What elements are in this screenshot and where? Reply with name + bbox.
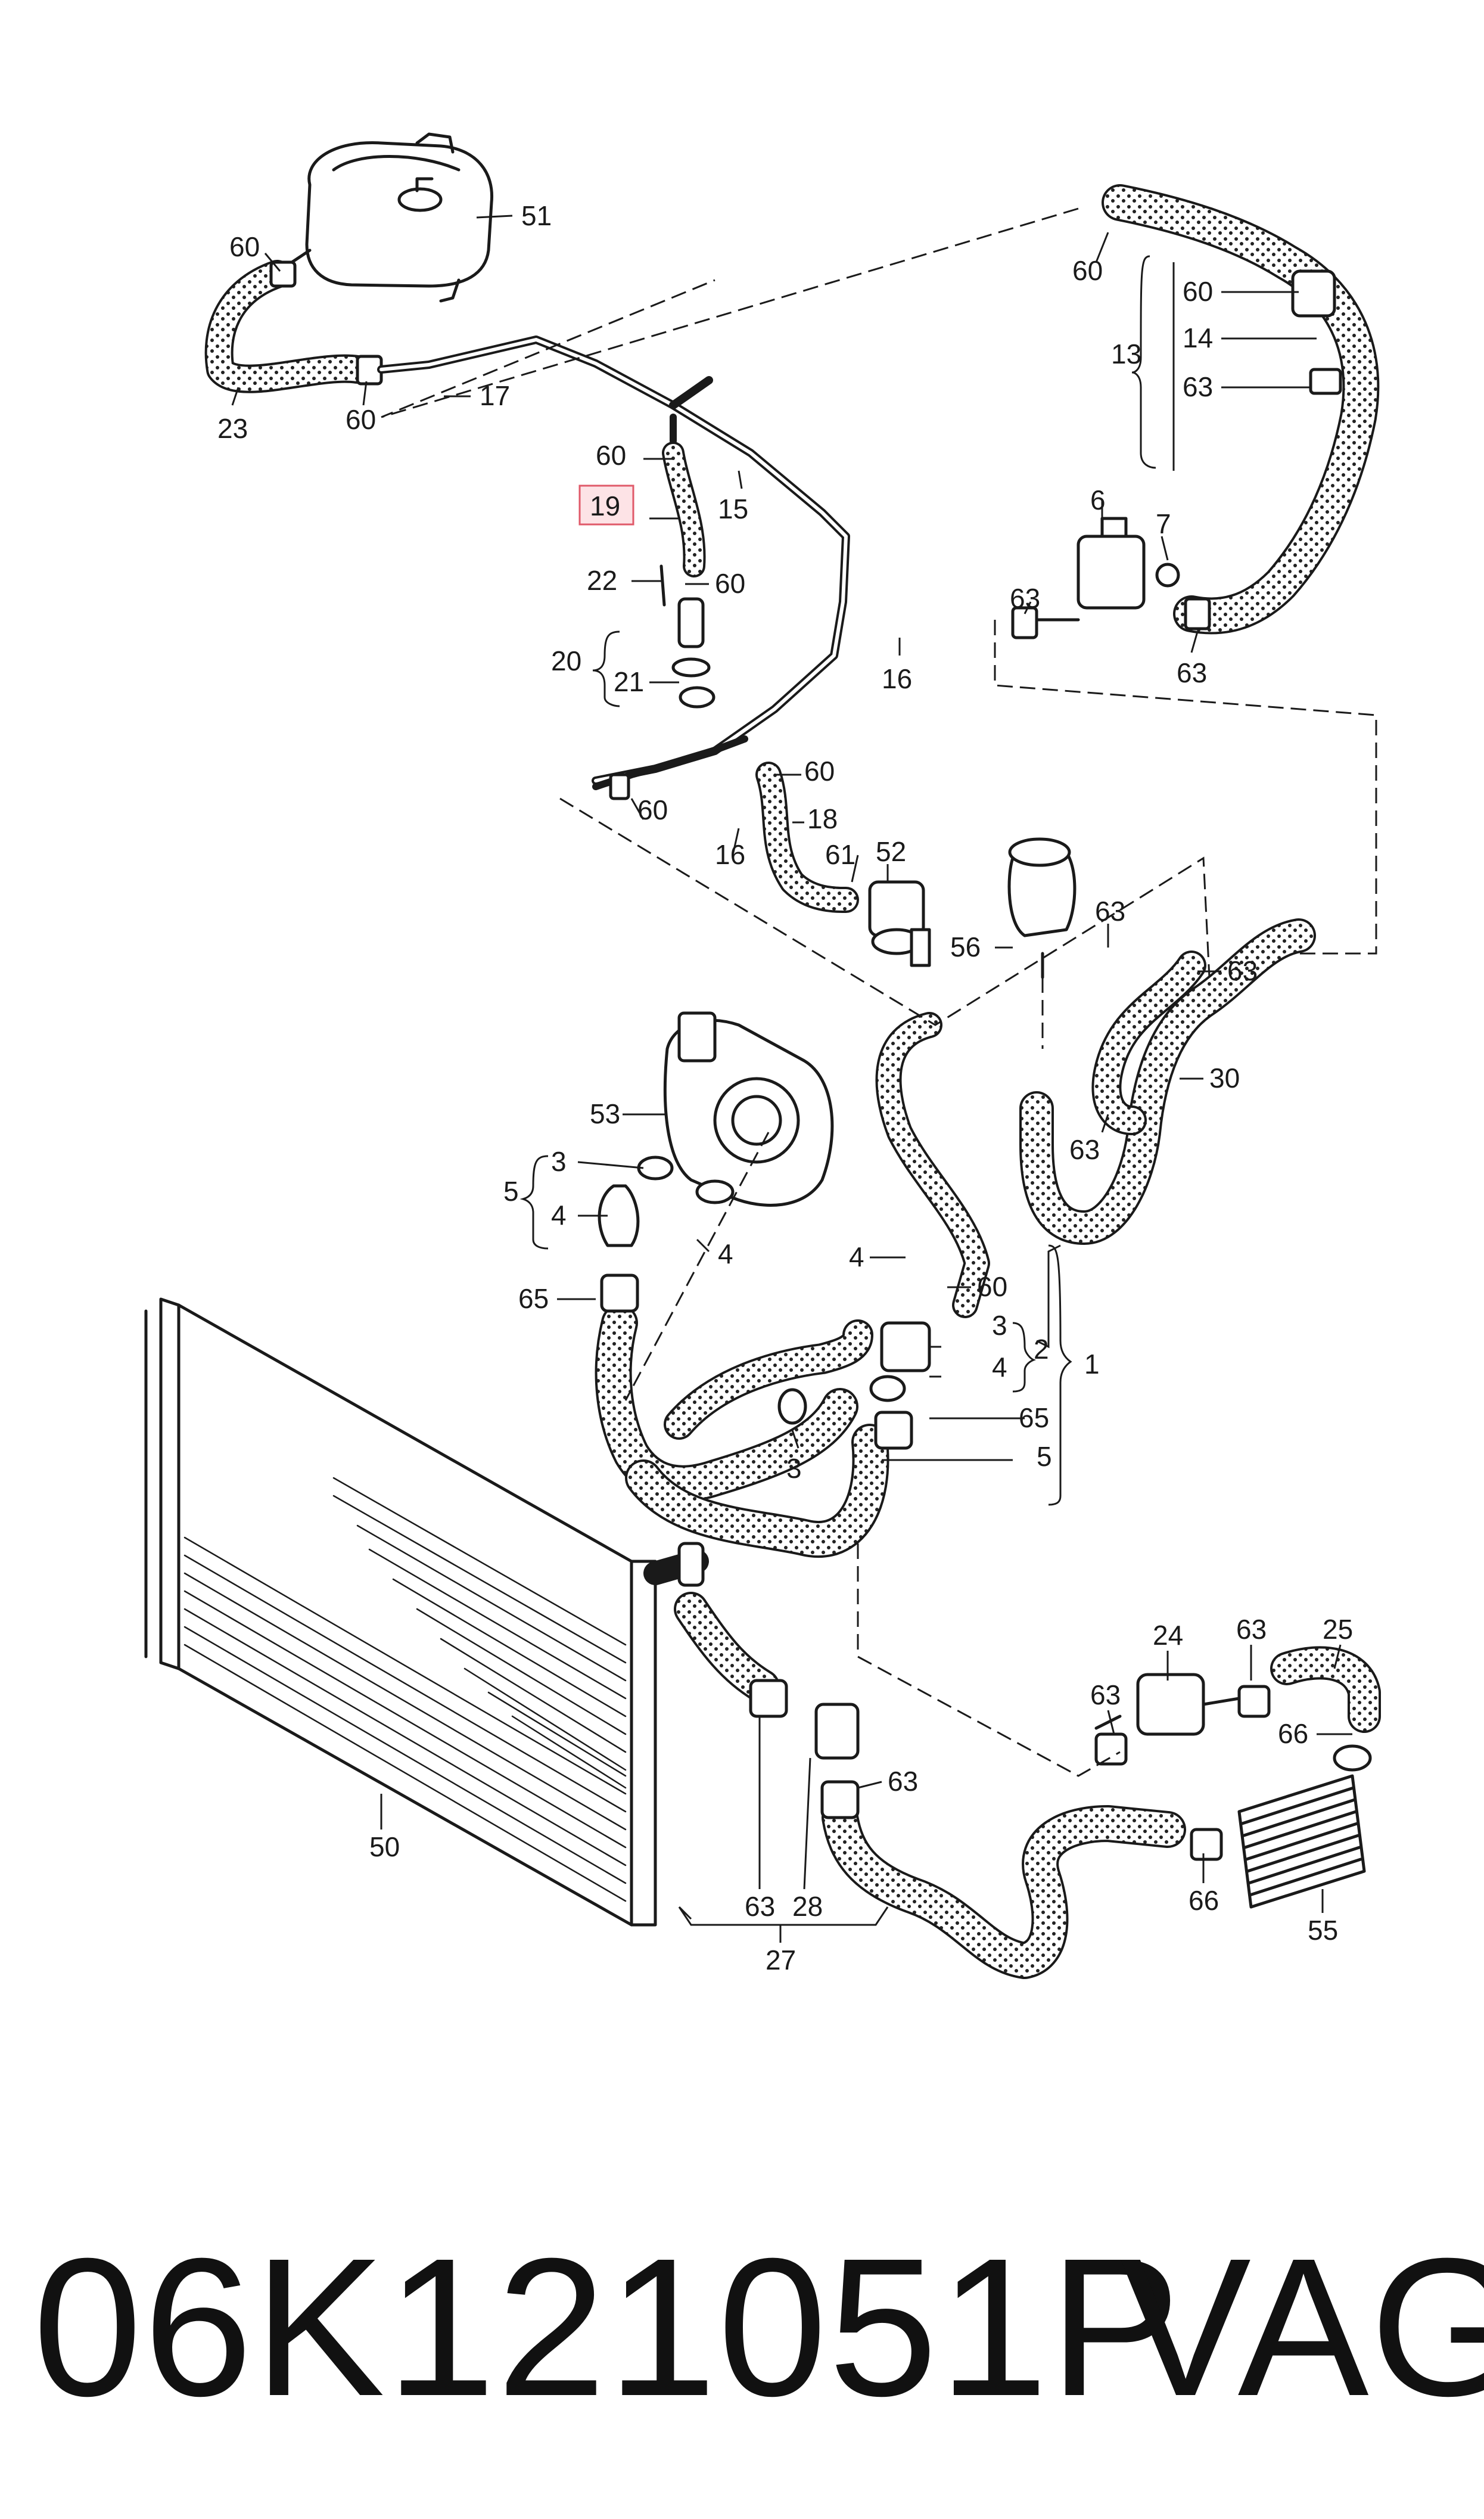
callout-60: 60 [977,1271,1007,1302]
callout-51: 51 [521,200,552,231]
callout-23: 23 [217,413,248,444]
callout-25: 25 [1323,1614,1353,1645]
highlight-box-19 [578,484,634,526]
brand-label: VAG [1120,2217,1484,2437]
callout-20: 20 [551,645,581,676]
callout-27: 27 [766,1945,796,1976]
callout-56: 56 [950,931,981,962]
valve-52 [868,880,931,967]
callout-63: 63 [745,1891,775,1922]
callout-4: 4 [849,1241,864,1272]
callout-63: 63 [1069,1134,1100,1165]
callout-60: 60 [229,231,260,262]
callout-53: 53 [590,1098,620,1129]
callout-66: 66 [1278,1718,1308,1749]
callout-13: 13 [1111,338,1141,369]
callout-60: 60 [1183,276,1213,307]
callout-61: 61 [825,839,855,870]
callout-60: 60 [346,404,376,435]
callout-1: 1 [1084,1349,1100,1380]
callout-66: 66 [1189,1885,1219,1916]
hose-middle [875,1012,990,1318]
callout-16: 16 [715,839,745,870]
callout-3: 3 [551,1146,567,1177]
callout-55: 55 [1308,1915,1338,1946]
callout-19: 19 [590,490,620,521]
callout-24: 24 [1153,1620,1183,1651]
callout-63: 63 [1177,657,1207,688]
callout-22: 22 [587,565,617,596]
pump-56 [1007,837,1077,979]
callout-21: 21 [614,666,644,697]
callout-65: 65 [518,1283,549,1314]
callout-60: 60 [715,568,745,599]
callout-63: 63 [1236,1614,1267,1645]
expansion-tank [290,132,494,303]
callout-6: 6 [1090,484,1106,515]
radiator-fins [183,1477,627,1902]
hose-13 [1102,184,1380,635]
valve-24 [1094,1673,1271,1766]
callout-4: 4 [992,1352,1007,1383]
callout-7: 7 [1156,508,1171,539]
callout-60: 60 [1072,255,1103,286]
callout-63: 63 [888,1766,918,1797]
callout-15: 15 [718,493,748,524]
callout-5: 5 [503,1176,519,1207]
callout-18: 18 [807,803,838,834]
callout-3: 3 [786,1453,802,1484]
callout-60: 60 [637,794,668,825]
callout-65: 65 [1019,1402,1049,1433]
callout-63: 63 [1095,896,1125,927]
valve-6 [1011,517,1211,639]
callout-63: 63 [1010,583,1040,614]
radiator-50 [144,1297,657,1927]
callout-63: 63 [1227,955,1258,986]
callout-5: 5 [1037,1441,1052,1472]
callout-60: 60 [596,440,626,471]
callout-50: 50 [369,1831,400,1862]
callout-4: 4 [718,1238,733,1269]
callout-2: 2 [1034,1334,1049,1365]
thermostat-housing-53 [663,1011,834,1207]
callout-16: 16 [882,663,912,694]
callout-4: 4 [551,1200,567,1231]
callout-60: 60 [804,756,835,787]
pipe-15 [377,336,850,785]
callout-3: 3 [992,1310,1007,1341]
callout-30: 30 [1209,1063,1240,1094]
oil-cooler-55 [1237,1744,1372,1909]
part-number: 06K121051P [33,2217,1182,2437]
callout-labels: 51 60 23 60 17 60 15 19 22 60 20 21 16 6… [217,200,1353,1976]
callout-14: 14 [1183,322,1213,353]
callout-63: 63 [1183,371,1213,402]
callout-52: 52 [876,836,906,867]
callout-17: 17 [480,380,510,411]
callout-63: 63 [1090,1679,1121,1710]
callout-28: 28 [792,1891,823,1922]
